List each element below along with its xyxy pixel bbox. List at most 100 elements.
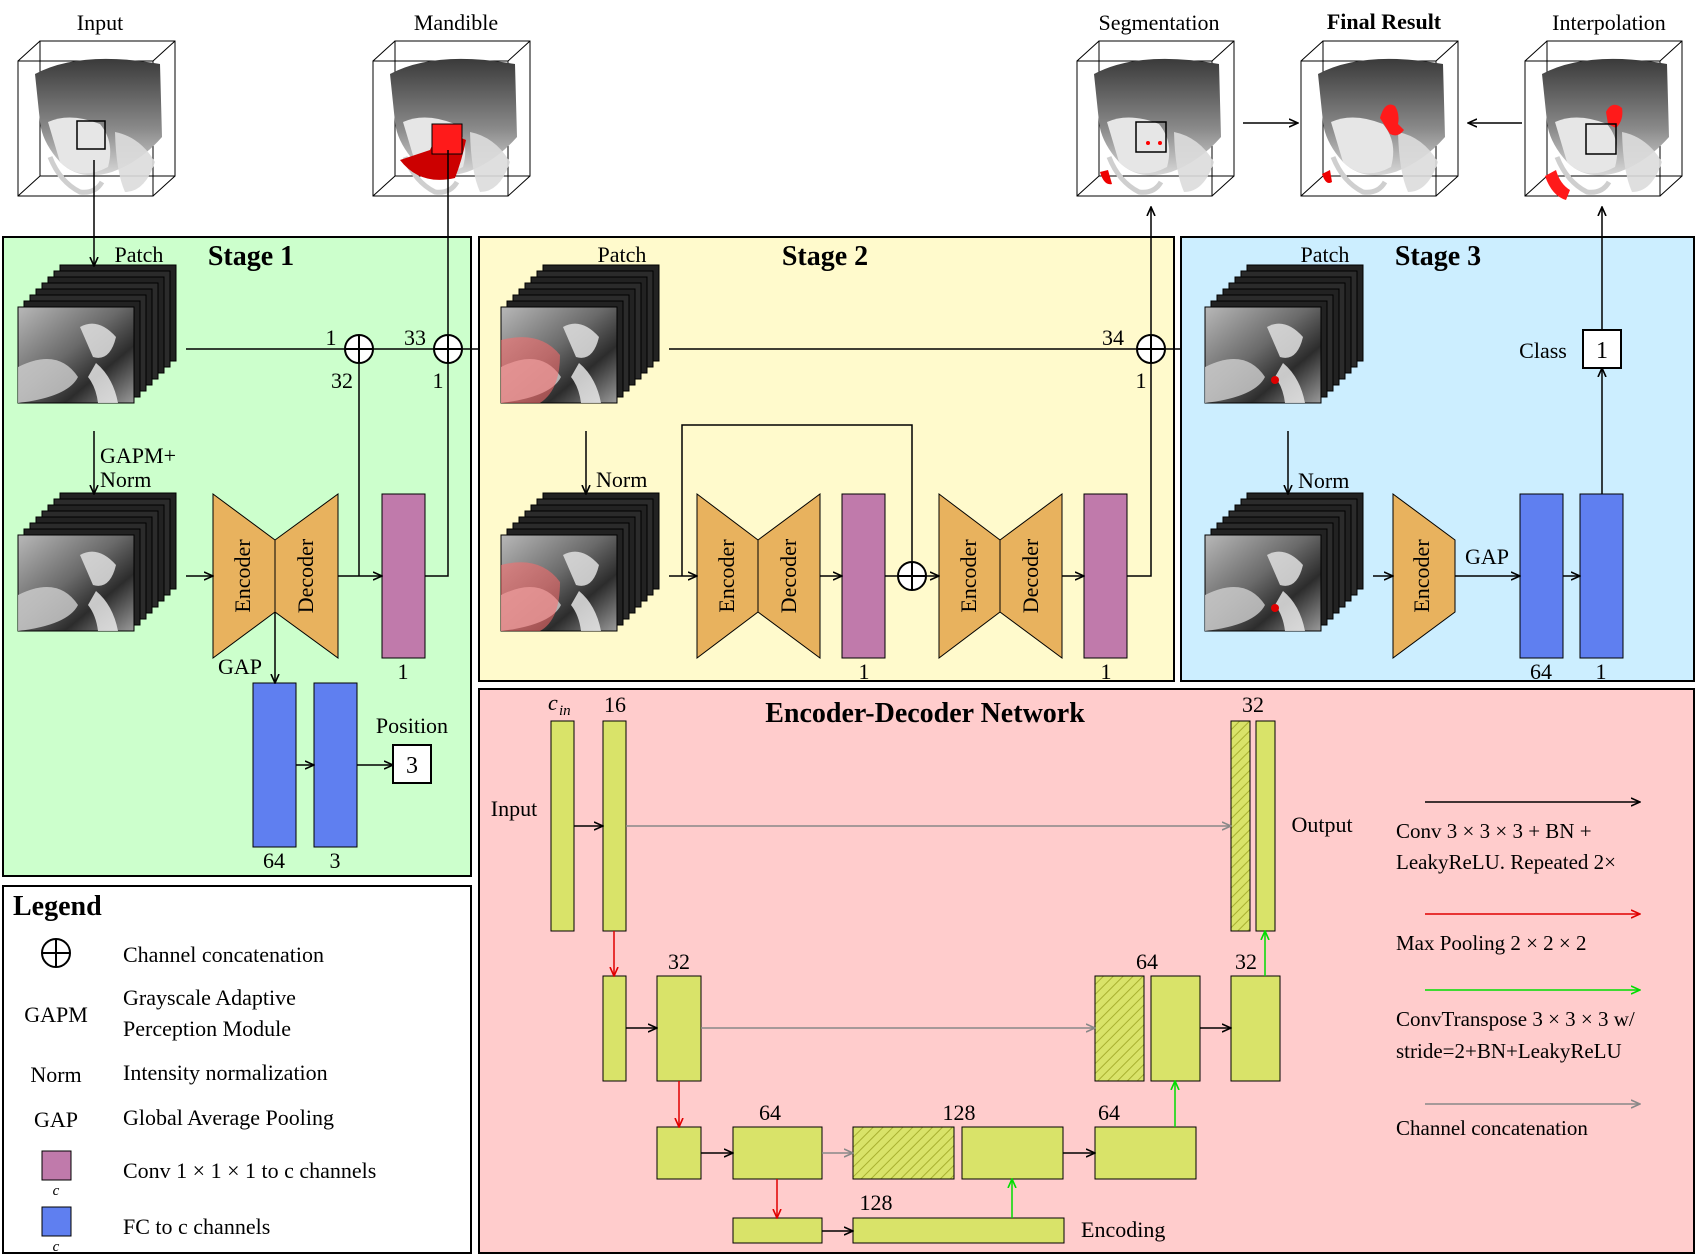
legend-2-text: Intensity normalization (123, 1060, 328, 1085)
stage2-conv1-ch: 1 (859, 659, 870, 684)
legend-1-key: GAPM (24, 1002, 88, 1027)
stage3-fc-64 (1519, 493, 1564, 659)
network-l64c: 64 (1098, 1100, 1120, 1125)
stage2-encoder2-label: Encoder (956, 539, 981, 613)
legend-4-text: Conv 1 × 1 × 1 to c channels (123, 1158, 376, 1183)
stage3-class-val: 1 (1596, 338, 1608, 364)
network-panel: Encoder-Decoder Network Input Output Enc… (478, 688, 1695, 1254)
stage2-title: Stage 2 (782, 241, 868, 272)
legend-5-key: c (53, 1239, 60, 1255)
op-pool-text: Max Pooling 2 × 2 × 2 (1396, 931, 1587, 955)
stage3-patch-stack (1205, 265, 1363, 403)
stage1-n33: 33 (404, 325, 426, 350)
net-block-output (1255, 720, 1276, 932)
op-conv-text1: Conv 3 × 3 × 3 + BN + (1396, 819, 1592, 843)
label-mandible: Mandible (414, 10, 498, 35)
net-block-64-up (1150, 975, 1201, 1082)
legend-1-text1: Grayscale Adaptive (123, 985, 296, 1010)
stage1-position-label: Position (376, 713, 448, 738)
view-final-result: Final Result (1300, 9, 1459, 197)
stage1-n1b: 1 (433, 368, 444, 393)
stage1-norm-stack (18, 493, 176, 631)
stage3-encoder (1392, 493, 1456, 659)
stage1-conv-ch: 1 (398, 659, 409, 684)
legend-5-text: FC to c channels (123, 1214, 270, 1239)
network-l16: 16 (604, 692, 626, 717)
net-block-pool1 (602, 975, 627, 1082)
label-final-result: Final Result (1327, 9, 1442, 34)
stage3-title: Stage 3 (1395, 241, 1481, 272)
net-block-concat-top (1230, 720, 1251, 932)
stage3-encoder-label: Encoder (1409, 539, 1434, 613)
stage1-decoder-label: Decoder (293, 538, 318, 613)
stage1-fc-64 (252, 682, 297, 848)
stage2-norm-label: Norm (596, 467, 647, 492)
stage3-norm-stack (1205, 493, 1363, 631)
stage1-fc-3 (313, 682, 358, 848)
stage2-encoder1-label: Encoder (714, 539, 739, 613)
stage3-norm-label: Norm (1298, 468, 1349, 493)
view-mandible: Mandible (372, 10, 531, 197)
stage1-fc1-ch: 64 (263, 848, 285, 873)
stage1-encoder-label: Encoder (230, 539, 255, 613)
net-block-concat-3 (852, 1126, 955, 1180)
stage1-gapm-label: GAPM+ (100, 443, 176, 468)
stage2-decoder-2 (999, 493, 1063, 659)
legend-0-text: Channel concatenation (123, 942, 324, 967)
net-block-16 (602, 720, 627, 932)
view-interpolation: Interpolation (1524, 10, 1683, 200)
network-cin-sub: in (559, 703, 571, 719)
net-block-encoding (852, 1217, 1065, 1244)
stage2-n34: 34 (1102, 325, 1124, 350)
op-concat-text: Channel concatenation (1396, 1116, 1588, 1140)
stage2-n1: 1 (1136, 368, 1147, 393)
legend-3-key: GAP (34, 1107, 78, 1132)
stage1-n32: 32 (331, 368, 353, 393)
stage2-panel: Stage 2 Patch Norm Encoder Decoder 1 Enc… (478, 208, 1205, 684)
network-output-label: Output (1291, 812, 1352, 837)
legend-panel: Legend Channel concatenation GAPM Graysc… (2, 885, 472, 1255)
stage1-patch-stack (18, 265, 176, 403)
stage1-title: Stage 1 (208, 241, 294, 272)
net-block-64 (732, 1126, 823, 1180)
stage2-conv2-ch: 1 (1101, 659, 1112, 684)
legend-4-key: c (53, 1183, 60, 1199)
network-l32-top: 32 (1242, 692, 1264, 717)
stage3-class-label: Class (1519, 338, 1567, 363)
label-segmentation: Segmentation (1099, 10, 1220, 35)
network-l64b: 64 (759, 1100, 781, 1125)
network-encoding-label: Encoding (1081, 1217, 1165, 1242)
net-block-32 (656, 975, 702, 1082)
view-input: Input (17, 10, 176, 197)
label-interpolation: Interpolation (1552, 10, 1666, 35)
stage1-panel: Stage 1 Patch GAPM+ Norm Encoder Decoder… (2, 150, 501, 877)
legend-title: Legend (13, 891, 102, 922)
stage2-decoder1-label: Decoder (776, 538, 801, 613)
network-l128a: 128 (943, 1100, 976, 1125)
net-block-input (550, 720, 575, 932)
network-l32a: 32 (668, 949, 690, 974)
network-input-label: Input (491, 796, 537, 821)
stage1-position-val: 3 (406, 753, 418, 779)
op-convt-text2: stride=2+BN+LeakyReLU (1396, 1039, 1622, 1063)
stage1-gap-label: GAP (218, 654, 262, 679)
legend-2-key: Norm (30, 1062, 81, 1087)
net-block-64-mid (1094, 1126, 1197, 1180)
legend-conv-swatch (41, 1150, 72, 1181)
stage3-fc2-ch: 1 (1596, 659, 1607, 684)
stage3-fc1-ch: 64 (1530, 659, 1552, 684)
legend-fc-swatch (41, 1206, 72, 1237)
stage2-conv1x1-1 (841, 493, 886, 659)
network-l32b: 32 (1235, 949, 1257, 974)
op-conv-text2: LeakyReLU. Repeated 2× (1396, 850, 1616, 874)
net-block-pool3 (732, 1217, 823, 1244)
stage1-norm-label: Norm (100, 467, 151, 492)
stage2-conv1x1-2 (1083, 493, 1128, 659)
stage1-conv1x1 (381, 493, 426, 659)
network-l128b: 128 (860, 1190, 893, 1215)
label-input: Input (77, 10, 123, 35)
stage1-decoder (274, 493, 339, 659)
stage1-n1: 1 (326, 325, 337, 350)
stage2-decoder-1 (757, 493, 821, 659)
op-convt-text1: ConvTranspose 3 × 3 × 3 w/ (1396, 1007, 1635, 1031)
